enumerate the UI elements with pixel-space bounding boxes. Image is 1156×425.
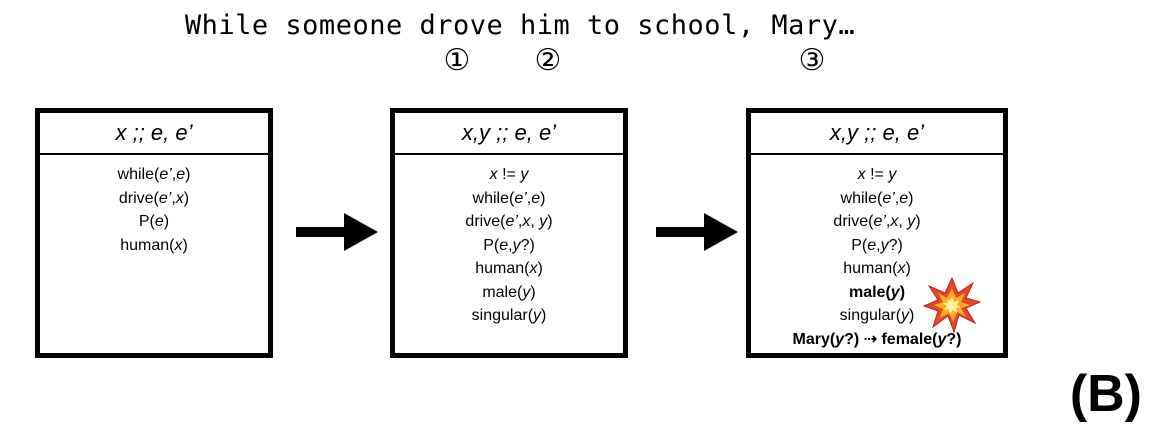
- drs-box-3-header: x,y ;; e, e’: [751, 113, 1003, 155]
- condition: singular(y): [839, 307, 915, 324]
- condition: drive(e’,x): [118, 189, 190, 207]
- marker-3: ③: [798, 43, 826, 78]
- condition: while(e’,e): [840, 189, 914, 207]
- condition: x != y: [489, 166, 529, 183]
- drs-box-3: x,y ;; e, e’ x != y while(e’,e) drive(e’…: [746, 108, 1008, 358]
- condition: P(e,y?): [483, 236, 535, 254]
- arrow-right-icon: [656, 213, 738, 251]
- condition: while(e’,e): [472, 189, 546, 207]
- drs-box-1: x ;; e, e’ while(e’,e) drive(e’,x) P(e) …: [35, 108, 273, 358]
- marker-2: ②: [534, 43, 562, 78]
- condition: P(e,y?): [851, 236, 903, 254]
- condition: while(e’,e): [117, 166, 191, 183]
- drs-box-2-header: x,y ;; e, e’: [395, 113, 623, 155]
- drs-box-2: x,y ;; e, e’ x != y while(e’,e) drive(e’…: [390, 108, 628, 358]
- condition: human(x): [843, 260, 911, 277]
- condition: drive(e’,x, y): [465, 213, 553, 230]
- input-sentence: While someone drove him to school, Mary…: [184, 10, 856, 41]
- condition: male(y): [482, 283, 536, 301]
- drs-box-1-conditions: while(e’,e) drive(e’,x) P(e) human(x): [40, 155, 268, 257]
- explosion-icon: [923, 277, 981, 333]
- drs-box-3-conditions: x != y while(e’,e) drive(e’,x, y) P(e,y?…: [751, 155, 1003, 351]
- drs-box-2-conditions: x != y while(e’,e) drive(e’,x, y) P(e,y?…: [395, 155, 623, 328]
- marker-1: ①: [443, 43, 471, 78]
- conflicting-condition: male(y): [848, 283, 906, 301]
- condition: x != y: [857, 166, 897, 183]
- condition: human(x): [120, 236, 188, 254]
- condition: singular(y): [471, 307, 547, 324]
- panel-label: (B): [1069, 365, 1142, 423]
- drs-box-1-header: x ;; e, e’: [40, 113, 268, 155]
- condition: drive(e’,x, y): [833, 213, 921, 230]
- condition: P(e): [138, 213, 170, 230]
- presupposition-condition: Mary(y?) ⇢ female(y?): [792, 330, 962, 348]
- condition: human(x): [475, 260, 543, 277]
- arrow-right-icon: [296, 213, 378, 251]
